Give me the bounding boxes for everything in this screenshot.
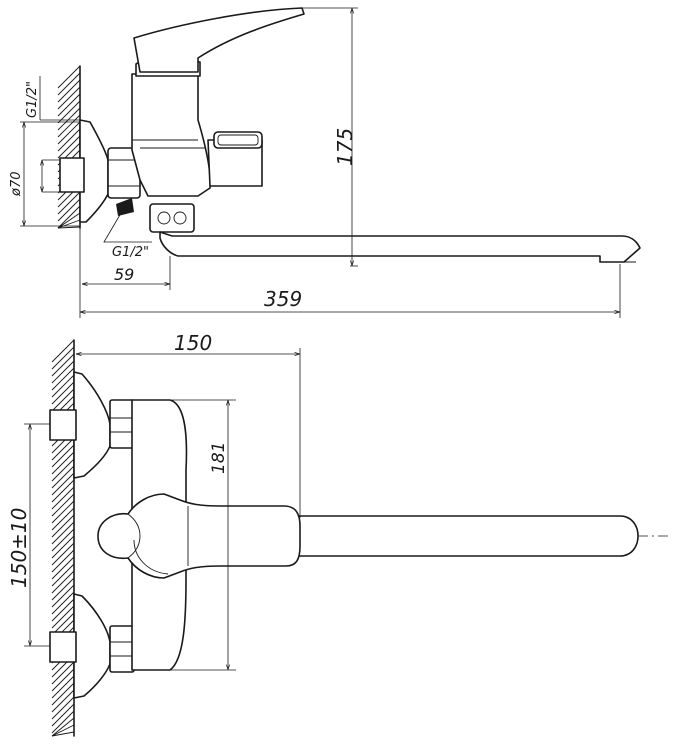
- wall-hatch-line: [51, 661, 75, 685]
- wall-hatch-line: [51, 360, 75, 384]
- eccentric-pipe-side: [59, 157, 85, 193]
- wall-hatch-line: [57, 191, 81, 215]
- wall-hatch-line: [57, 79, 81, 103]
- wall-hatch-line: [51, 465, 75, 489]
- wall-hatch-line: [51, 472, 75, 496]
- wall-hatch-line: [51, 710, 75, 734]
- wall-hatch-line: [57, 65, 81, 89]
- top-view: 150 181 150±10: [7, 331, 670, 737]
- wall-hatch-line: [51, 437, 75, 461]
- wall-hatch-line: [57, 114, 81, 138]
- wall-hatch-line: [51, 731, 75, 737]
- dim-label-g12-bottom: G1/2": [112, 245, 149, 260]
- dim-label-181: 181: [209, 442, 229, 474]
- wall-hatch-line: [51, 675, 75, 699]
- wall-hatch-line: [51, 528, 75, 552]
- wall-hatch-line: [57, 121, 81, 145]
- wall-hatch-line: [57, 135, 81, 159]
- wall-hatch-line: [51, 500, 75, 524]
- wall-hatch-line: [57, 205, 81, 229]
- wall-hatch-line: [51, 381, 75, 405]
- wall-hatch-line: [51, 451, 75, 475]
- wall-hatch-line: [57, 107, 81, 131]
- wall-hatch-line: [51, 521, 75, 545]
- wall-hatch-line: [51, 535, 75, 559]
- wall-hatch-line: [51, 479, 75, 503]
- dim-label-g12-top: G1/2": [25, 81, 40, 118]
- wall-hatch-line: [57, 72, 81, 96]
- wall-hatch-line: [51, 577, 75, 601]
- wall-hatch-line: [51, 689, 75, 713]
- wall-hatch-line: [51, 353, 75, 377]
- eccentric-pipe-lower: [49, 631, 77, 663]
- mixer-body-side: [131, 73, 212, 197]
- hex-nut-upper: [109, 399, 135, 449]
- wall-hatch-line: [51, 556, 75, 580]
- dim-label-flange-dia: ø70: [9, 172, 24, 198]
- handle-top: [97, 493, 301, 579]
- wall-hatch-line: [57, 198, 81, 222]
- spout-collar-side: [149, 203, 195, 233]
- dim-label-175: 175: [333, 128, 357, 166]
- wall-hatch-line: [51, 724, 75, 737]
- eccentric-pipe-upper: [49, 409, 77, 441]
- wall-hatch-line: [51, 570, 75, 594]
- wall-flange-upper: [73, 371, 111, 479]
- wall-hatch-line: [51, 493, 75, 517]
- wall-hatch-line: [51, 486, 75, 510]
- wall-hatch-line: [51, 542, 75, 566]
- wall-hatch-line: [51, 605, 75, 629]
- wall-hatch-line: [51, 374, 75, 398]
- side-view: G1/2" ø70 G1/2" 59 359 175: [9, 7, 641, 318]
- wall-hatch-line: [57, 86, 81, 110]
- hex-nut-lower: [109, 625, 135, 673]
- wall-hatch-line: [57, 128, 81, 152]
- wall-hatch-line: [51, 444, 75, 468]
- dim-label-150: 150: [174, 331, 212, 355]
- wall-side: [57, 65, 81, 229]
- wall-hatch-line: [51, 514, 75, 538]
- wall-hatch-line: [51, 458, 75, 482]
- wall-hatch-line: [51, 549, 75, 573]
- wall-hatch-line: [57, 226, 81, 229]
- wall-hatch-line: [51, 668, 75, 692]
- dim-label-359: 359: [264, 287, 302, 311]
- handle-lever-side: [133, 7, 305, 73]
- spout-side: [159, 231, 641, 263]
- diverter-knob-side: [213, 131, 263, 149]
- wall-hatch-line: [51, 696, 75, 720]
- wall-hatch-line: [57, 100, 81, 124]
- wall-hatch-line: [51, 717, 75, 737]
- wall-hatch-line: [57, 93, 81, 117]
- wall-hatch-line: [57, 212, 81, 229]
- wall-hatch-line: [51, 388, 75, 412]
- wall-hatch-line: [51, 339, 75, 363]
- wall-flange-lower: [73, 593, 111, 699]
- wall-hatch-line: [51, 703, 75, 727]
- wall-hatch-line: [51, 584, 75, 608]
- wall-hatch-line: [51, 591, 75, 615]
- wall-hatch-line: [51, 598, 75, 622]
- wall-hatch-line: [57, 219, 81, 229]
- dim-label-59: 59: [114, 265, 134, 284]
- wall-hatch-line: [51, 367, 75, 391]
- spout-top: [295, 515, 639, 557]
- wall-hatch-line: [51, 682, 75, 706]
- wall-top: [51, 339, 75, 737]
- dim-label-150-pm-10: 150±10: [7, 508, 31, 588]
- wall-hatch-line: [51, 563, 75, 587]
- wall-hatch-line: [51, 346, 75, 370]
- wall-hatch-line: [51, 507, 75, 531]
